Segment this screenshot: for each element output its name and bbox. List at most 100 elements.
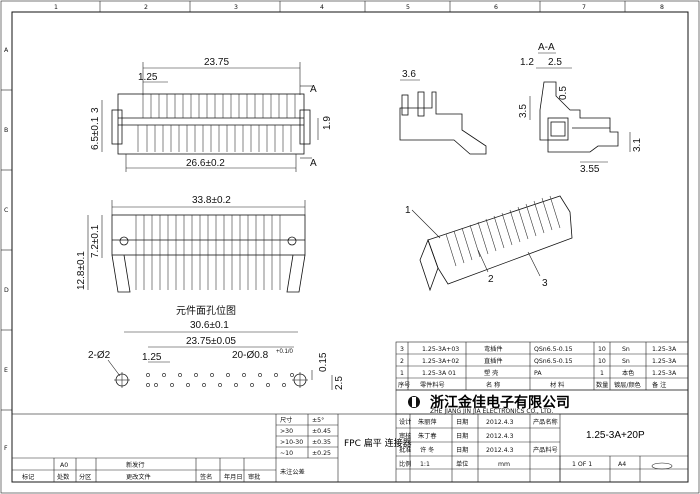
size-value: A4 <box>618 461 626 468</box>
approver-date-label: 日期 <box>456 446 468 454</box>
zone-numbers-top: 1 2 3 4 5 6 7 8 <box>54 1 664 12</box>
bom-r1-c4: PA <box>534 370 542 377</box>
bom-r3-c4: QSn6.5-0.15 <box>534 346 573 353</box>
callout-3: 3 <box>542 278 548 289</box>
designer-date-label: 日期 <box>456 418 468 426</box>
scale-label: 比例 <box>399 460 411 468</box>
rev-h-sign: 签名 <box>200 473 212 481</box>
product-name-label: 产品名称 <box>533 418 558 426</box>
rev-h-date: 年月日 <box>224 473 243 481</box>
inner-frame <box>11 11 689 483</box>
bom-table: 3 1.25-3A+03 弯插件 QSn6.5-0.15 10 Sn 1.25-… <box>395 341 689 391</box>
zone-letter-f: F <box>4 445 8 452</box>
dim-3: 3 <box>90 107 101 113</box>
unit-label: 单位 <box>456 460 468 468</box>
product-code-label: 产品料号 <box>533 446 558 454</box>
approver-date: 2012.4.3 <box>486 447 514 454</box>
bom-h-5: 数量 <box>596 381 608 389</box>
dim-3-6: 3.6 <box>402 69 416 80</box>
rev-a0: A0 <box>60 462 68 469</box>
checker-label: 审核 <box>399 432 411 440</box>
dim-23-75: 23.75 <box>204 57 229 68</box>
bom-r1-c3: 塑 壳 <box>484 369 498 377</box>
bom-r1-c2: 1.25-3A 01 <box>422 370 456 377</box>
bom-r3-c3: 弯插件 <box>484 345 503 353</box>
tol-2-value: ±0.35 <box>312 439 331 446</box>
bom-h-4: 材 料 <box>550 381 564 389</box>
company-band: 浙江金佳电子有限公司 ZHE JIANG JIN JIA ELECTRONICS… <box>395 389 689 415</box>
dim-hole-tol: +0.1/0 <box>276 349 294 355</box>
rev-new-issue: 新发行 <box>126 461 145 469</box>
checker-date: 2012.4.3 <box>486 433 514 440</box>
zone-num-5: 5 <box>406 4 410 11</box>
dim-3-55: 3.55 <box>580 164 600 175</box>
zone-num-8: 8 <box>660 4 664 11</box>
zone-letter-a: A <box>4 47 9 54</box>
dim-30-6: 30.6±0.1 <box>190 320 229 331</box>
product-type: FPC 扁平 连接器 <box>344 437 412 449</box>
approver-label: 批准 <box>399 446 411 454</box>
rev-h-count: 处数 <box>57 473 70 481</box>
checker-date-label: 日期 <box>456 432 468 440</box>
rev-h-mark: 标记 <box>22 473 34 481</box>
projection-symbol-icon <box>651 462 673 470</box>
sheet-value: 1 OF 1 <box>572 461 592 468</box>
unit-value: mm <box>498 461 510 468</box>
company-name-cn: 浙江金佳电子有限公司 <box>430 394 570 411</box>
designer-label: 设计 <box>399 418 411 426</box>
zone-num-6: 6 <box>494 4 498 11</box>
iso-view: 1 2 3 <box>405 195 573 292</box>
bom-r2-c7: 1.25-3A <box>652 358 677 365</box>
company-name-en: ZHE JIANG JIN JIA ELECTRONICS CO., LTD. <box>430 408 554 415</box>
bom-h-6: 镀层/颜色 <box>614 381 641 389</box>
zone-num-1: 1 <box>54 4 58 11</box>
dim-2-5: 2.5 <box>548 57 562 68</box>
dim-1-2: 1.2 <box>520 57 534 68</box>
bom-r3-c7: 1.25-3A <box>652 346 677 353</box>
bom-r2-c6: Sn <box>622 358 630 365</box>
bom-r2-c5: 10 <box>598 358 606 365</box>
zone-num-3: 3 <box>234 4 238 11</box>
title-block: 尺寸 ±5° >30 ±0.45 >10-30 ±0.35 ~10 ±0.25 … <box>11 413 689 483</box>
zone-letter-c: C <box>4 207 8 214</box>
zone-letter-d: D <box>4 287 9 294</box>
bom-r1-c5: 1 <box>600 370 604 377</box>
section-mark-bottom: A <box>310 158 317 169</box>
dim-1-9: 1.9 <box>322 116 333 130</box>
dim-3-5: 3.5 <box>518 104 529 118</box>
dim-20-holes: 20-Ø0.8 <box>232 350 269 361</box>
zone-letters-side: A B C D E F <box>1 47 12 452</box>
zone-num-7: 7 <box>582 4 586 11</box>
section-title: A-A <box>538 42 555 53</box>
bom-h-2: 零件料号 <box>420 381 445 389</box>
tol-1-value: ±0.45 <box>312 428 331 435</box>
rev-h-file: 更改文件 <box>126 473 151 481</box>
side-view: 3.6 <box>399 69 487 155</box>
zone-letter-e: E <box>4 367 8 374</box>
bom-r3-c5: 10 <box>598 346 606 353</box>
bom-r2-c1: 2 <box>400 358 404 365</box>
callout-1: 1 <box>405 205 411 216</box>
section-view: A-A 1.2 2.5 0.5 3.5 3.1 3.55 <box>518 42 643 175</box>
bom-r3-c6: Sn <box>622 346 630 353</box>
dim-26-6: 26.6±0.2 <box>186 158 225 169</box>
top-view: 23.75 1.25 A <box>90 57 333 172</box>
stamp-label: 未注公差 <box>280 468 305 476</box>
bom-h-1: 序号 <box>398 381 410 389</box>
dim-7-2: 7.2±0.1 <box>90 224 101 258</box>
bom-r2-c3: 直插件 <box>484 357 503 365</box>
tol-3-range: ~10 <box>280 450 293 457</box>
rev-h-zone: 分区 <box>79 473 91 481</box>
bom-r3-c1: 3 <box>400 346 404 353</box>
zone-num-4: 4 <box>320 4 324 11</box>
bom-r3-c2: 1.25-3A+03 <box>422 346 459 353</box>
checker-name: 朱丁春 <box>418 432 437 440</box>
tol-unit: ±5° <box>312 416 324 424</box>
zone-letter-b: B <box>4 127 8 134</box>
dim-0-5: 0.5 <box>558 86 569 100</box>
bom-h-7: 备 注 <box>652 381 666 389</box>
tol-3-value: ±0.25 <box>312 450 331 457</box>
approver-name: 许 冬 <box>420 446 434 454</box>
pcb-title: 元件面孔位图 <box>176 304 236 317</box>
